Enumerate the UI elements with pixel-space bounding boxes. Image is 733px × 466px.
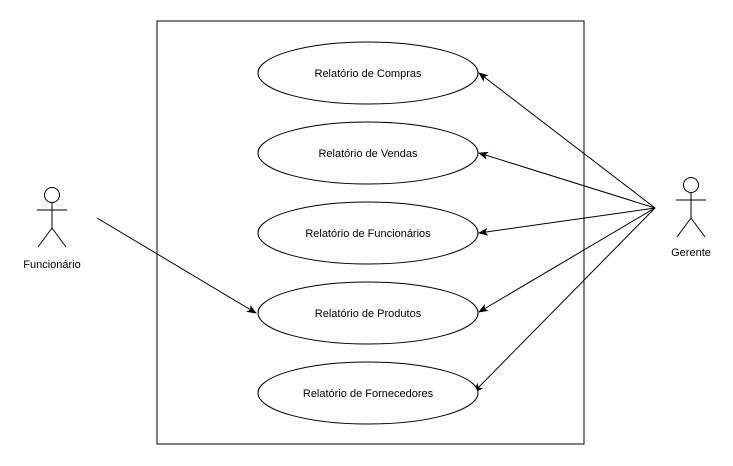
association-funcionario-produtos [96, 217, 257, 314]
associations [96, 72, 656, 393]
use-case-label: Relatório de Fornecedores [303, 388, 434, 400]
actor-gerente[interactable]: Gerente [671, 177, 711, 260]
stick-figure-icon [37, 187, 67, 248]
use-case-label: Relatório de Funcionários [305, 228, 431, 240]
association-gerente-fornecedores [473, 207, 656, 393]
use-case-vendas[interactable]: Relatório de Vendas [257, 121, 479, 185]
use-case-label: Relatório de Produtos [315, 308, 422, 320]
use-case-label: Relatório de Compras [315, 68, 422, 80]
use-case-ellipse [257, 201, 479, 265]
stick-figure-icon [676, 177, 706, 238]
association-gerente-compras [478, 72, 656, 209]
use-case-label: Relatório de Vendas [318, 148, 418, 160]
association-gerente-vendas [478, 151, 656, 209]
use-case-ellipse [257, 361, 479, 425]
use-case-ellipse [257, 41, 479, 105]
system-boundary [156, 20, 585, 445]
use-case-funcionarios[interactable]: Relatório de Funcionários [257, 201, 479, 265]
actor-funcionario[interactable]: Funcionário [23, 187, 81, 272]
use-case-ellipse [257, 121, 479, 185]
use-case-compras[interactable]: Relatório de Compras [257, 41, 479, 105]
use-case-fornecedores[interactable]: Relatório de Fornecedores [257, 361, 479, 425]
use-case-produtos[interactable]: Relatório de Produtos [257, 281, 479, 345]
actor-label: Funcionário [23, 259, 80, 271]
association-gerente-produtos [478, 207, 656, 313]
actor-label: Gerente [671, 247, 711, 259]
use-case-ellipse [257, 281, 479, 345]
association-gerente-funcionarios [478, 207, 656, 236]
